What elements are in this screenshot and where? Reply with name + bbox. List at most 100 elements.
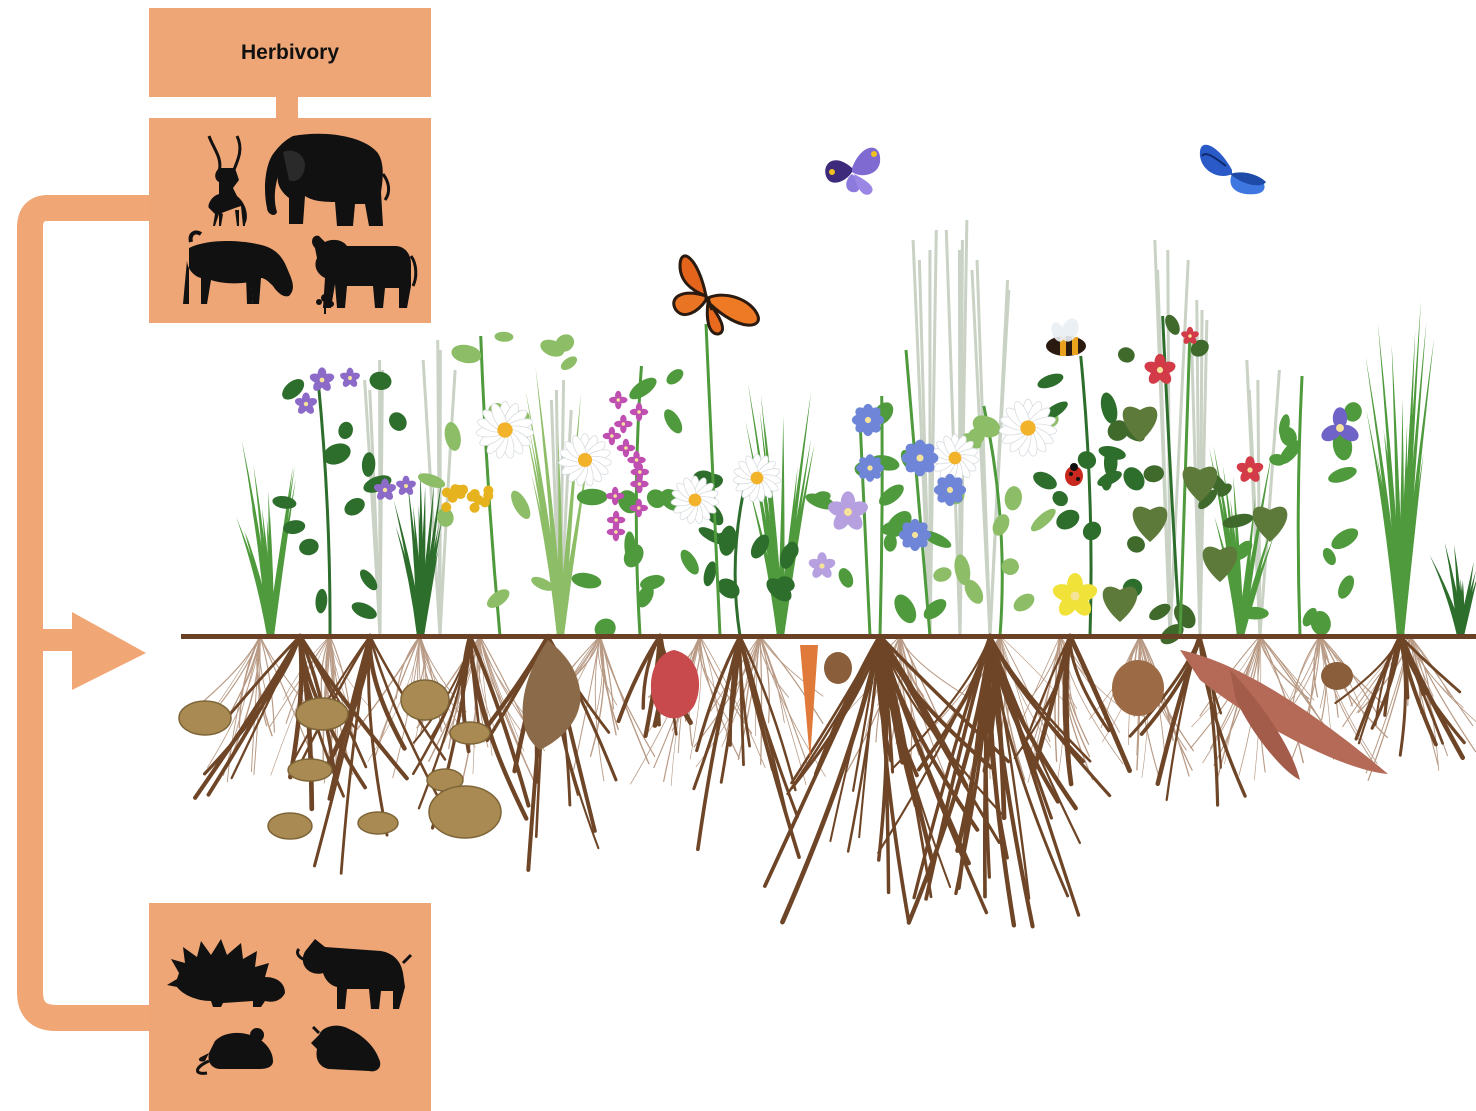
mole-silhouette bbox=[311, 1026, 380, 1072]
stem bbox=[880, 396, 882, 636]
leaf bbox=[1142, 464, 1165, 484]
potato-tuber bbox=[288, 759, 332, 781]
leaf bbox=[1119, 463, 1149, 494]
daisy-flower bbox=[733, 454, 782, 502]
leaf bbox=[1028, 505, 1059, 534]
potato-tuber bbox=[358, 812, 398, 834]
fireweed-flower bbox=[607, 523, 625, 541]
leaf bbox=[1036, 371, 1066, 392]
stem bbox=[1298, 376, 1302, 636]
wildebeest-silhouette bbox=[183, 232, 293, 304]
chicory-flower bbox=[902, 440, 939, 477]
title-connector bbox=[276, 96, 298, 120]
leaf bbox=[1053, 506, 1083, 534]
fireweed-flower bbox=[617, 439, 635, 457]
leaf bbox=[1079, 518, 1105, 544]
potato-tuber bbox=[429, 786, 501, 838]
aboveground-plants bbox=[236, 301, 1476, 648]
tansy-flower bbox=[441, 502, 451, 512]
leaf bbox=[1335, 573, 1358, 601]
aboveground-herbivores-panel bbox=[149, 118, 431, 323]
leaf bbox=[558, 354, 579, 373]
herbivory-title: Herbivory bbox=[241, 41, 339, 65]
leaf bbox=[836, 566, 856, 590]
chicory-flower bbox=[899, 519, 931, 551]
leaf bbox=[1010, 590, 1037, 615]
leaf bbox=[1125, 533, 1148, 555]
potato-tuber bbox=[179, 701, 231, 735]
leaf bbox=[1162, 312, 1183, 337]
leaf bbox=[677, 547, 703, 578]
butterfly-morpho bbox=[1200, 145, 1266, 195]
potato-tuber bbox=[296, 698, 348, 730]
bulb bbox=[1321, 662, 1353, 690]
leaf bbox=[1326, 464, 1359, 486]
leaf bbox=[1049, 488, 1071, 509]
butterfly-purple bbox=[825, 148, 880, 195]
leaf bbox=[876, 480, 908, 509]
chicory-flower bbox=[934, 474, 966, 506]
leaf bbox=[620, 541, 648, 571]
leaf bbox=[577, 489, 608, 505]
leaf bbox=[660, 406, 685, 436]
fireweed-flower bbox=[630, 475, 648, 493]
fireweed-flower bbox=[614, 415, 632, 433]
leaf bbox=[989, 511, 1012, 538]
kudu-silhouette bbox=[208, 136, 246, 226]
leaf bbox=[337, 420, 355, 441]
vine-leaf bbox=[1103, 587, 1138, 622]
leaf bbox=[1003, 485, 1023, 511]
herbivory-title-box: Herbivory bbox=[149, 8, 431, 97]
potato-tuber bbox=[268, 813, 312, 839]
chicory-flower bbox=[856, 454, 884, 482]
leaf bbox=[1320, 546, 1338, 567]
soil-line bbox=[181, 634, 1476, 639]
leaf bbox=[442, 421, 463, 453]
potato-flower bbox=[339, 368, 361, 389]
daisy-flower bbox=[999, 399, 1057, 457]
leaf bbox=[1030, 468, 1059, 493]
leaf bbox=[368, 370, 393, 392]
arrow-loop bbox=[30, 208, 150, 1018]
leaf bbox=[1098, 391, 1120, 426]
leaf bbox=[341, 494, 368, 519]
leaf bbox=[298, 537, 321, 557]
leaf bbox=[271, 494, 297, 510]
arrow-head bbox=[72, 612, 146, 690]
root bbox=[760, 636, 806, 785]
tansy-flower bbox=[467, 492, 477, 502]
leaf bbox=[385, 409, 410, 435]
leaf bbox=[349, 599, 379, 623]
chicory-flower bbox=[852, 404, 884, 436]
leaf bbox=[450, 342, 483, 365]
leaf bbox=[570, 571, 602, 591]
fireweed-flower bbox=[630, 403, 648, 421]
leaf bbox=[626, 374, 660, 404]
potato-tuber bbox=[401, 680, 449, 720]
potato-flower bbox=[294, 393, 318, 416]
tuber bbox=[1112, 660, 1164, 716]
mouse-silhouette bbox=[197, 1028, 273, 1073]
potato-flower bbox=[309, 367, 336, 392]
crocus-flower bbox=[807, 552, 836, 580]
tansy-flower bbox=[483, 491, 493, 501]
carrot bbox=[800, 645, 818, 760]
leaf bbox=[890, 591, 921, 627]
bulb bbox=[824, 652, 852, 684]
fireweed-flower bbox=[627, 451, 645, 469]
grass-blade bbox=[1378, 323, 1404, 636]
ladybird bbox=[1065, 463, 1083, 486]
root bbox=[760, 636, 762, 764]
bumblebee bbox=[1046, 316, 1086, 356]
warthog-silhouette bbox=[297, 939, 411, 1009]
porcupine-silhouette bbox=[167, 939, 285, 1007]
daisy-flower bbox=[476, 401, 534, 459]
leaf bbox=[1116, 345, 1137, 365]
potato-flower bbox=[395, 476, 417, 497]
stem bbox=[735, 476, 747, 636]
potato-tuber bbox=[450, 722, 490, 744]
leaf bbox=[315, 588, 328, 613]
stem bbox=[860, 420, 870, 636]
leaf bbox=[507, 488, 534, 522]
belowground-herbivores-panel bbox=[149, 903, 431, 1111]
